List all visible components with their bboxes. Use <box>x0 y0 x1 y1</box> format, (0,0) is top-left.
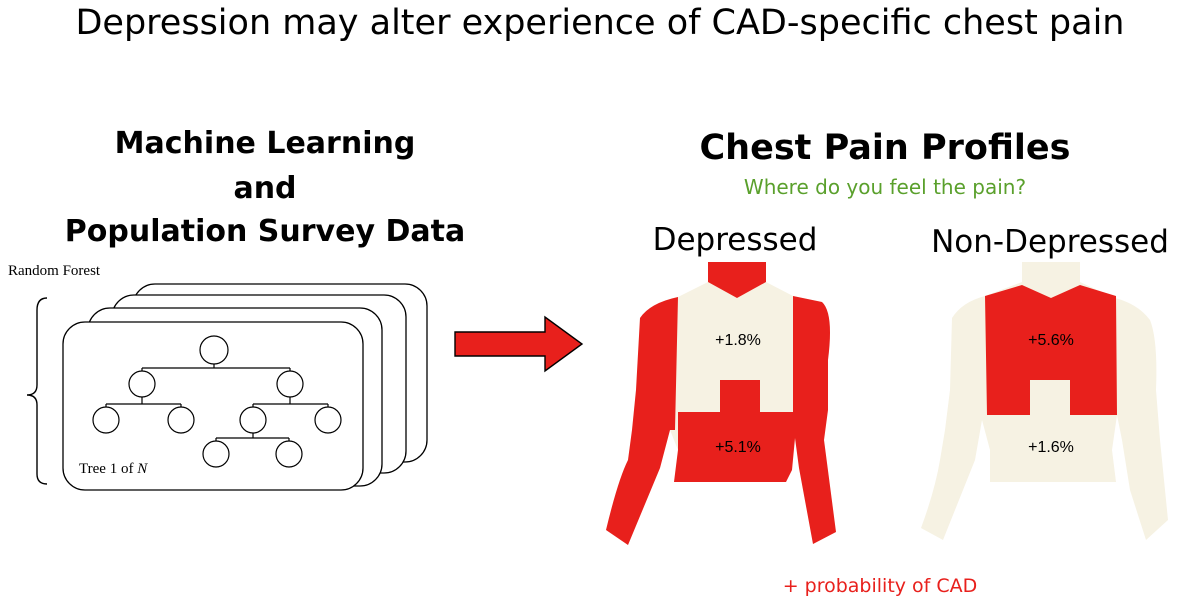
tree-node <box>92 406 120 434</box>
tree-node <box>276 370 304 398</box>
main-title: Depression may alter experience of CAD-s… <box>75 3 1125 43</box>
tree-edges <box>105 364 329 442</box>
non-depressed-upper-chest-value: +5.6% <box>1028 332 1074 349</box>
figure-depressed <box>606 262 836 545</box>
ml-heading-line-1: Machine Learning <box>114 126 416 161</box>
tree-node-root <box>199 335 229 365</box>
tree-nodes <box>92 335 342 468</box>
tree-node <box>239 406 267 434</box>
random-forest-label: Random Forest <box>8 263 101 279</box>
non-depressed-upper-chest-highlight <box>985 285 1117 415</box>
group-label-depressed: Depressed <box>652 222 818 258</box>
random-forest-diagram <box>26 283 584 491</box>
tree-node <box>167 406 195 434</box>
tree-caption: Tree 1 of N <box>79 461 148 477</box>
ml-heading-line-3: Population Survey Data <box>64 214 466 249</box>
depressed-lower-chest-value: +5.1% <box>715 439 761 456</box>
profiles-heading: Chest Pain Profiles <box>699 128 1071 168</box>
depressed-neck-highlight <box>708 262 766 298</box>
forest-brace <box>26 297 48 485</box>
group-label-non-depressed: Non-Depressed <box>931 224 1169 260</box>
tree-node <box>275 440 303 468</box>
right-arrow-icon <box>454 315 584 373</box>
depressed-left-arm-highlight <box>793 296 836 544</box>
tree-node <box>128 370 156 398</box>
pain-location-question: Where do you feel the pain? <box>743 175 1027 199</box>
depressed-lower-chest-highlight <box>674 380 795 482</box>
tree-node <box>314 406 342 434</box>
non-depressed-lower-chest-value: +1.6% <box>1028 439 1074 456</box>
figure-non-depressed <box>921 262 1168 540</box>
depressed-upper-chest-value: +1.8% <box>715 332 761 349</box>
ml-heading-line-2: and <box>233 171 297 206</box>
tree-node <box>202 440 230 468</box>
legend-probability-of-cad: + probability of CAD <box>782 575 978 597</box>
depressed-right-arm-highlight <box>606 297 678 545</box>
